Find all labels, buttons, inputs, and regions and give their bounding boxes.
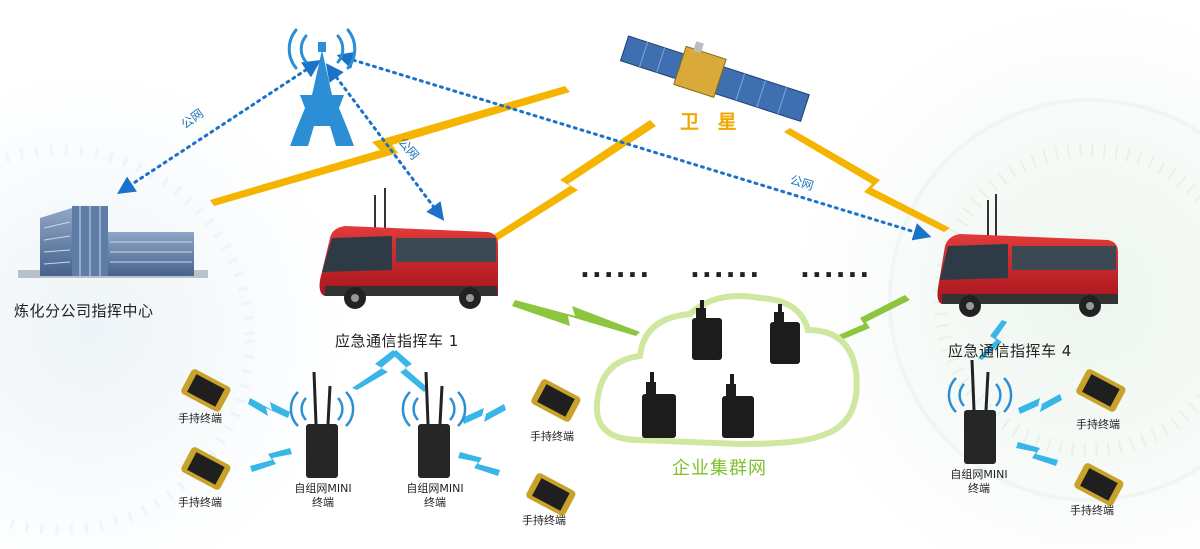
satellite-icon xyxy=(619,35,810,122)
walkie-talkie-icon xyxy=(722,374,754,438)
mini-terminal-label-line1: 自组网MINI xyxy=(406,482,464,495)
cluster-link-vehicle-4 xyxy=(818,295,910,348)
wireless-link-v4-mini xyxy=(978,320,1007,360)
walkie-talkie-icon xyxy=(642,372,676,438)
public-link-vehicle-4 xyxy=(336,51,932,241)
mini-terminal-label-line1: 自组网MINI xyxy=(950,468,1008,481)
handheld-terminal-label-4: 手持终端 xyxy=(522,514,566,527)
handheld-terminal-label-1: 手持终端 xyxy=(178,412,222,425)
command-vehicle-1-icon xyxy=(319,188,498,309)
satellite-link-command-center xyxy=(210,86,570,206)
command-vehicle-4-icon xyxy=(937,194,1118,317)
handheld-terminal-icon xyxy=(1074,463,1124,506)
mini-terminal-icon xyxy=(947,359,1013,464)
wireless-link-mini2-hand3 xyxy=(462,404,506,424)
enterprise-cluster-label: 企业集群网 xyxy=(672,458,767,479)
wireless-link-mini1-hand2 xyxy=(250,448,292,472)
wireless-link-mini2-hand4 xyxy=(458,452,500,476)
mini-terminal-icon xyxy=(401,371,467,478)
background-decoration xyxy=(0,98,1200,535)
wireless-link-mini4-hand5 xyxy=(1018,394,1062,414)
mini-terminal-label-line1: 自组网MINI xyxy=(294,482,352,495)
walkie-talkie-icon xyxy=(692,300,722,360)
handheld-terminal-icon xyxy=(526,473,576,516)
vehicle-1-label: 应急通信指挥车 1 xyxy=(335,332,459,350)
handheld-terminal-label-2: 手持终端 xyxy=(178,496,222,509)
command-center-building-icon xyxy=(18,206,208,278)
mini-terminal-icon xyxy=(289,371,355,478)
handheld-terminal-icons xyxy=(181,369,1126,516)
handheld-terminal-icon xyxy=(531,379,581,422)
satellite-label: 卫 星 xyxy=(680,111,743,133)
wireless-link-mini1-hand1 xyxy=(248,398,290,418)
mini-terminal-label-line2: 终端 xyxy=(424,496,446,509)
cluster-link-vehicle-1 xyxy=(512,300,640,336)
mini-terminal-icons xyxy=(289,359,1013,478)
wireless-links xyxy=(248,320,1062,476)
mini-terminal-label-line2: 终端 xyxy=(312,496,334,509)
mini-terminal-label-3: 自组网MINI 终端 xyxy=(936,468,1022,496)
satellite-link-vehicle-1 xyxy=(470,120,656,254)
mini-terminal-label-2: 自组网MINI 终端 xyxy=(392,482,478,510)
ellipsis-2: ...... xyxy=(690,254,762,284)
cell-tower-icon xyxy=(287,28,357,146)
mini-terminal-label-line2: 终端 xyxy=(968,482,990,495)
public-link-command-center xyxy=(116,60,322,194)
ellipsis-1: ...... xyxy=(580,254,652,284)
wireless-link-mini4-hand6 xyxy=(1016,442,1058,466)
handheld-terminal-label-5: 手持终端 xyxy=(1076,418,1120,431)
walkie-talkie-icon xyxy=(770,304,800,364)
wireless-link-v1-mini1 xyxy=(352,350,398,390)
public-network-links xyxy=(116,51,932,241)
handheld-terminal-label-6: 手持终端 xyxy=(1070,504,1114,517)
handheld-terminal-icon xyxy=(181,447,231,490)
mini-terminal-label-1: 自组网MINI 终端 xyxy=(280,482,366,510)
walkie-talkie-icons xyxy=(642,300,800,438)
wireless-link-v1-mini2 xyxy=(392,350,428,392)
handheld-terminal-icon xyxy=(181,369,231,412)
cluster-links xyxy=(512,295,910,348)
vehicle-4-label: 应急通信指挥车 4 xyxy=(948,342,1072,360)
command-center-label: 炼化分公司指挥中心 xyxy=(14,302,154,320)
ellipsis-3: ...... xyxy=(800,254,872,284)
handheld-terminal-icon xyxy=(1076,369,1126,412)
handheld-terminal-label-3: 手持终端 xyxy=(530,430,574,443)
